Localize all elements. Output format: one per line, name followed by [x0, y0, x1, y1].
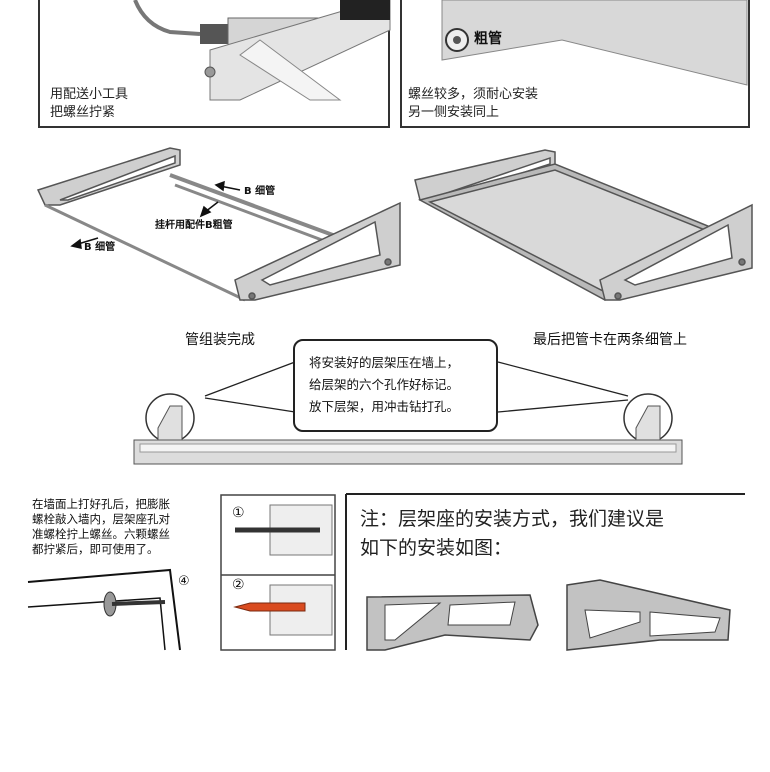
bracket-option-1: [367, 595, 538, 650]
instruction-line-4: 都拧紧后，即可使用了。: [32, 542, 170, 557]
install-instructions: 在墙面上打好孔后，把膨胀 螺栓敲入墙内，层架座孔对 准螺栓拧上螺丝。六颗螺丝 都…: [32, 497, 170, 557]
instruction-line-2: 螺栓敲入墙内，层架座孔对: [32, 512, 170, 527]
step-1-marker: ①: [232, 505, 245, 521]
top-right-panel: 粗管 螺丝较多，须耐心安装 另一侧安装同上: [400, 0, 750, 128]
top-right-caption-1: 螺丝较多，须耐心安装: [408, 88, 538, 103]
note-line-1: 注：层架座的安装方式，我们建议是: [360, 505, 664, 534]
hanging-rod-label: 挂杆用配件B粗管: [155, 220, 233, 232]
top-left-caption-2: 把螺丝拧紧: [50, 106, 115, 121]
top-left-panel: 用配送小工具 把螺丝拧紧: [38, 0, 390, 128]
bubble-line-1: 将安装好的层架压在墙上，: [309, 352, 496, 374]
wall-screw-drawing: [28, 570, 180, 650]
note-line-2: 如下的安装如图：: [360, 534, 664, 563]
step-2-marker: ②: [232, 577, 245, 593]
top-left-caption-1: 用配送小工具: [50, 88, 128, 103]
bracket-note: 注：层架座的安装方式，我们建议是 如下的安装如图：: [360, 505, 664, 563]
thick-pipe-label: 粗管: [474, 31, 502, 47]
top-right-caption-2: 另一侧安装同上: [408, 106, 499, 121]
bubble-line-3: 放下层架，用冲击钻打孔。: [309, 396, 496, 418]
bracket-option-2: [567, 580, 730, 650]
final-step-title: 最后把管卡在两条细管上: [533, 332, 687, 348]
step-4-marker: ④: [178, 575, 190, 590]
instruction-line-1: 在墙面上打好孔后，把膨胀: [32, 497, 170, 512]
b-thin-pipe-label-top: B 细管: [244, 186, 275, 198]
b-thin-pipe-label-bottom: B 细管: [84, 242, 115, 254]
assembly-complete-title: 管组装完成: [185, 332, 255, 348]
shelf-with-plate-drawing: [415, 150, 752, 300]
instruction-line-3: 准螺栓拧上螺丝。六颗螺丝: [32, 527, 170, 542]
bubble-line-2: 给层架的六个孔作好标记。: [309, 374, 496, 396]
marking-instructions-bubble: 将安装好的层架压在墙上， 给层架的六个孔作好标记。 放下层架，用冲击钻打孔。: [293, 339, 498, 432]
annotation-arrows: [72, 182, 240, 248]
